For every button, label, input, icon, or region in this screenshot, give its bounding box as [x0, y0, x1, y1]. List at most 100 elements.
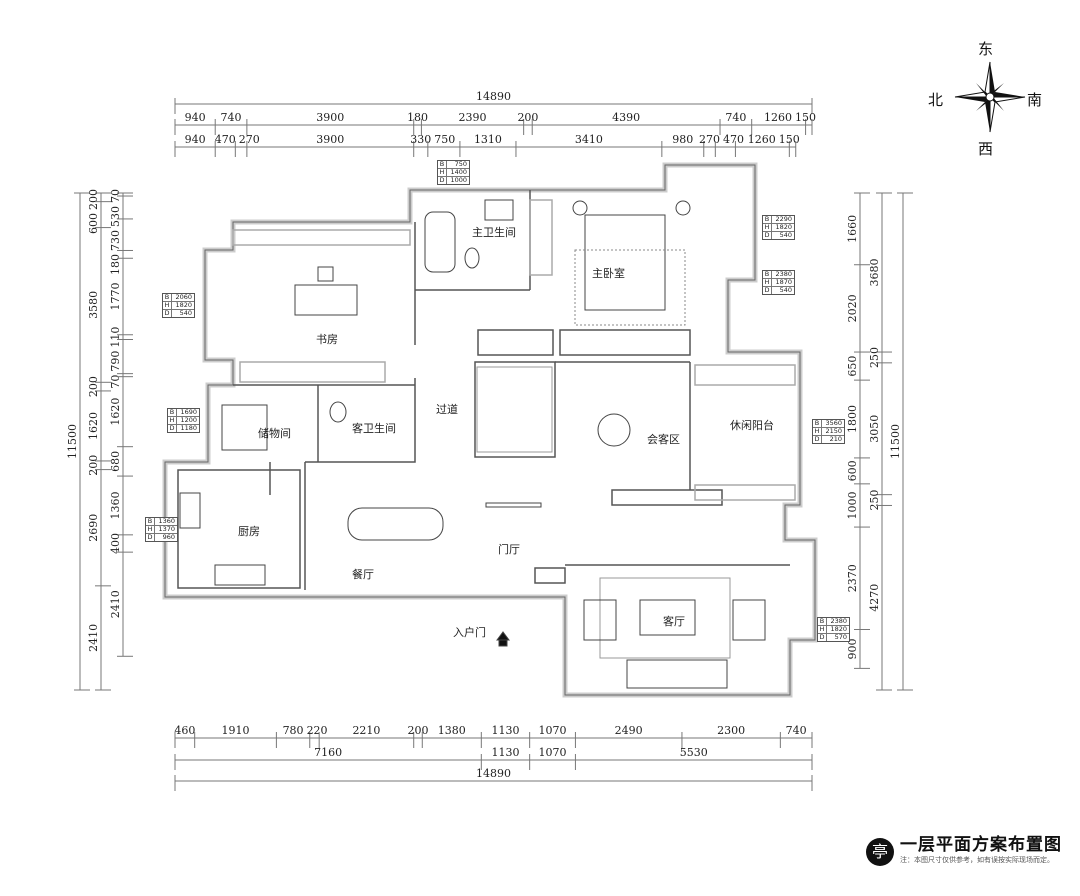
spec-key: H [438, 169, 447, 176]
dimension-label: 3900 [316, 111, 344, 124]
spec-key: H [163, 302, 172, 309]
room-label-storage: 储物间 [258, 427, 291, 440]
reception-table [597, 413, 631, 447]
dimension-label: 1260 [764, 111, 792, 124]
spec-value: 1200 [180, 416, 197, 424]
dimension-label: 1070 [539, 746, 567, 759]
dimension-label: 11500 [66, 424, 79, 459]
drawing-note: 注：本图尺寸仅供参考，如有误按实际现场而定。 [900, 856, 1054, 864]
spec-value: 210 [829, 435, 842, 443]
dimension-label: 650 [846, 356, 859, 377]
spec-value: 1870 [775, 278, 792, 286]
spec-value: 1820 [775, 223, 792, 231]
dimension-label: 1380 [438, 724, 466, 737]
spec-key: D [168, 425, 177, 432]
dimension-label: 2490 [615, 724, 643, 737]
spec-key: H [763, 224, 772, 231]
spec-key: D [163, 310, 172, 317]
dimension-label: 220 [307, 724, 328, 737]
logo: 亭 [866, 838, 894, 866]
dimension-label: 200 [87, 376, 100, 397]
spec-key: H [818, 626, 827, 633]
dimension-label: 250 [868, 490, 881, 511]
storage-washers [221, 404, 268, 451]
dimension-label: 940 [185, 133, 206, 146]
dimension-label: 7160 [314, 746, 342, 759]
sofa [626, 659, 728, 689]
dimension-label: 4390 [612, 111, 640, 124]
dimension-label: 14890 [476, 90, 511, 103]
spec-key: B [818, 618, 827, 625]
dimension-label: 1360 [109, 491, 122, 519]
dimension-label: 150 [795, 111, 816, 124]
dimension-label: 1130 [491, 746, 519, 759]
spec-key: B [813, 420, 822, 427]
dimension-label: 1910 [222, 724, 250, 737]
dimension-label: 200 [407, 724, 428, 737]
dimension-label: 200 [87, 455, 100, 476]
study-chair [317, 266, 334, 282]
dimension-label: 1130 [491, 724, 519, 737]
dimension-label: 940 [185, 111, 206, 124]
entrance-arrow-icon [496, 631, 510, 647]
spec-value: 1400 [450, 168, 467, 176]
room-label-guest-bath: 客卫生间 [352, 422, 396, 435]
dimension-label: 200 [87, 189, 100, 210]
dimension-label: 470 [215, 133, 236, 146]
spec-value: 540 [179, 309, 192, 317]
dimension-label: 1070 [539, 724, 567, 737]
dimension-label: 600 [87, 213, 100, 234]
dimension-label: 2390 [459, 111, 487, 124]
dimension-label: 2370 [846, 564, 859, 592]
stove [214, 564, 266, 586]
dimension-label: 740 [725, 111, 746, 124]
dimension-label: 1800 [846, 405, 859, 433]
spec-value: 540 [779, 231, 792, 239]
spec-value: 2290 [775, 215, 792, 223]
dimension-label: 600 [846, 460, 859, 481]
room-label-living: 客厅 [663, 615, 685, 628]
dimension-label: 400 [109, 533, 122, 554]
dimension-label: 1260 [748, 133, 776, 146]
spec-value: 750 [454, 160, 467, 168]
spec-key: B [146, 518, 155, 525]
dimension-label: 740 [786, 724, 807, 737]
spec-key: H [763, 279, 772, 286]
spec-key: B [763, 216, 772, 223]
spec-value: 1370 [158, 525, 175, 533]
dimension-label: 70 [109, 375, 122, 389]
spec-value: 1000 [450, 176, 467, 184]
dimension-label: 730 [109, 230, 122, 251]
room-label-corridor: 过道 [436, 403, 458, 416]
spec-value: 1360 [158, 517, 175, 525]
spec-key: D [438, 177, 447, 184]
room-label-dining: 餐厅 [352, 568, 374, 581]
dimension-label: 270 [699, 133, 720, 146]
spec-key: B [168, 409, 177, 416]
dimension-label: 1310 [474, 133, 502, 146]
dimension-label: 1620 [87, 412, 100, 440]
room-label-kitchen: 厨房 [238, 525, 260, 538]
spec-value: 960 [162, 533, 175, 541]
dimension-label: 980 [672, 133, 693, 146]
dimension-label: 70 [109, 189, 122, 203]
dimension-label: 250 [868, 347, 881, 368]
dimension-label: 2020 [846, 294, 859, 322]
spec-value: 1690 [180, 408, 197, 416]
dimension-label: 1620 [109, 398, 122, 426]
compass-south: 南 [1027, 91, 1043, 109]
dimension-label: 780 [283, 724, 304, 737]
dimension-label: 2300 [717, 724, 745, 737]
compass-west: 西 [978, 140, 994, 158]
spec-key: H [168, 417, 177, 424]
spec-value: 2060 [175, 293, 192, 301]
dimension-label: 110 [109, 327, 122, 348]
